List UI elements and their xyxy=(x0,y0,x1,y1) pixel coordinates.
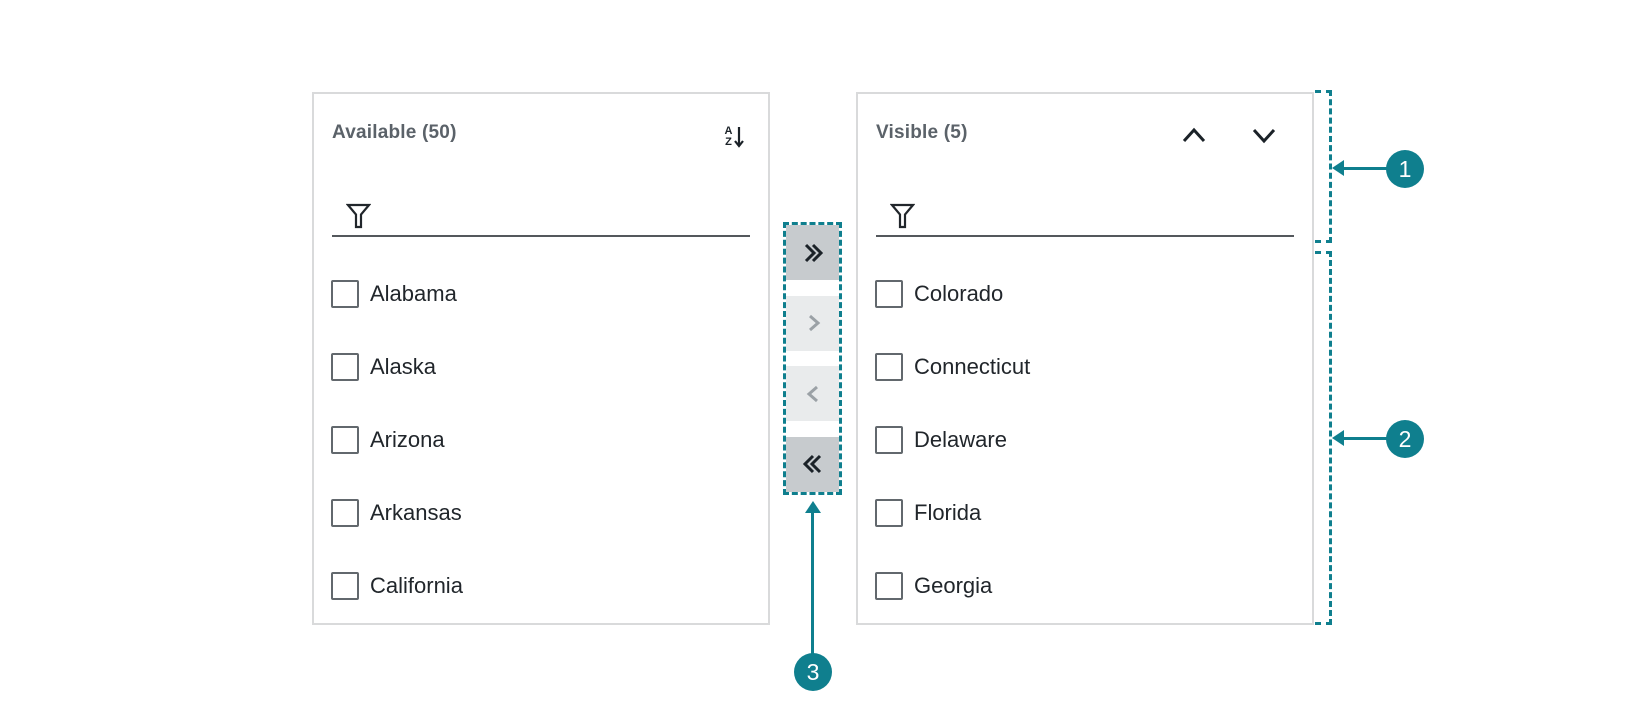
item-label: California xyxy=(370,573,463,598)
item-label: Georgia xyxy=(914,573,993,598)
annotation-badge-2: 2 xyxy=(1386,420,1424,458)
item-checkbox[interactable] xyxy=(875,572,903,600)
move-all-left-button[interactable] xyxy=(786,436,839,492)
visible-filter xyxy=(876,195,1294,237)
item-checkbox[interactable] xyxy=(875,499,903,527)
list-item[interactable]: Connecticut xyxy=(875,353,1295,381)
item-label: Alabama xyxy=(370,281,457,306)
item-label: Florida xyxy=(914,500,982,525)
list-item[interactable]: Alabama xyxy=(331,280,751,308)
list-item[interactable]: Florida xyxy=(875,499,1295,527)
move-all-right-button[interactable] xyxy=(786,225,839,280)
annotation-arrow-3-head xyxy=(805,501,821,513)
annotation-badge-1: 1 xyxy=(1386,150,1424,188)
visible-panel-title: Visible (5) xyxy=(876,122,968,143)
list-item[interactable]: Arkansas xyxy=(331,499,751,527)
chevron-down-icon xyxy=(1252,128,1276,143)
item-checkbox[interactable] xyxy=(875,353,903,381)
list-item[interactable]: Georgia xyxy=(875,572,1295,600)
funnel-icon xyxy=(890,203,915,229)
move-selected-right-button[interactable] xyxy=(786,295,839,351)
item-checkbox[interactable] xyxy=(331,572,359,600)
chevron-left-icon xyxy=(806,385,818,402)
item-checkbox[interactable] xyxy=(331,499,359,527)
annotation-arrow-2-head xyxy=(1332,430,1344,446)
item-checkbox[interactable] xyxy=(875,280,903,308)
double-chevron-left-icon xyxy=(802,455,821,474)
item-label: Colorado xyxy=(914,281,1004,306)
annotation-arrow-3-line xyxy=(811,512,814,655)
funnel-icon xyxy=(346,203,371,229)
item-label: Arkansas xyxy=(370,500,462,525)
available-filter xyxy=(332,195,750,237)
available-panel-title: Available (50) xyxy=(332,122,457,143)
item-label: Arizona xyxy=(370,427,445,452)
list-item[interactable]: Colorado xyxy=(875,280,1295,308)
annotation-arrow-1-line xyxy=(1343,167,1389,170)
move-up-button[interactable] xyxy=(1181,126,1207,144)
chevron-right-icon xyxy=(808,315,820,332)
annotation-badge-3: 3 xyxy=(794,653,832,691)
list-item[interactable]: Delaware xyxy=(875,426,1295,454)
item-label: Alaska xyxy=(370,354,437,379)
chevron-up-icon xyxy=(1182,127,1206,142)
list-item[interactable]: California xyxy=(331,572,751,600)
move-down-button[interactable] xyxy=(1251,126,1277,144)
item-checkbox[interactable] xyxy=(331,353,359,381)
available-filter-input[interactable] xyxy=(381,205,750,235)
item-label: Delaware xyxy=(914,427,1007,452)
double-chevron-right-icon xyxy=(804,243,823,262)
item-checkbox[interactable] xyxy=(331,426,359,454)
item-checkbox[interactable] xyxy=(331,280,359,308)
item-label: Connecticut xyxy=(914,354,1031,379)
annotation-bracket-list-region xyxy=(1315,251,1332,625)
arrow-down-icon xyxy=(734,127,745,148)
item-checkbox[interactable] xyxy=(875,426,903,454)
list-item[interactable]: Arizona xyxy=(331,426,751,454)
annotation-bracket-header-region xyxy=(1315,90,1332,243)
visible-filter-input[interactable] xyxy=(925,205,1294,235)
move-selected-left-button[interactable] xyxy=(786,366,839,422)
annotation-arrow-1-head xyxy=(1332,160,1344,176)
list-item[interactable]: Alaska xyxy=(331,353,751,381)
transfer-buttons-group xyxy=(783,222,842,495)
annotation-arrow-2-line xyxy=(1343,437,1389,440)
